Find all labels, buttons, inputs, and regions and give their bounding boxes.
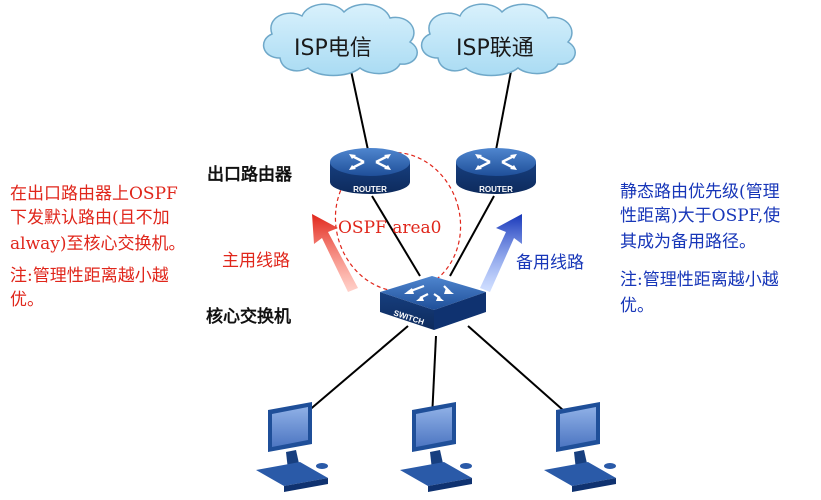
pc-middle-icon xyxy=(400,402,472,492)
right-note-line-3: 其成为备用路径。 xyxy=(620,232,756,252)
right-note-line-2: 性距离)大于OSPF,使 xyxy=(620,206,781,226)
cloud-isp-unicom xyxy=(420,3,576,77)
left-note-line-4: 注:管理性距离越小越 xyxy=(10,266,169,286)
router-right-icon xyxy=(456,148,536,194)
cloud-right-label: ISP联通 xyxy=(456,36,534,61)
left-note-line-3: alway)至核心交换机。 xyxy=(10,234,186,254)
right-note-line-1: 静态路由优先级(管理 xyxy=(620,182,780,202)
link-router-left-to-switch xyxy=(371,195,421,277)
left-note-line-1: 在出口路由器上OSPF xyxy=(10,184,178,204)
pc-left-icon xyxy=(256,402,328,492)
link-switch-to-pc-middle xyxy=(431,335,437,419)
link-switch-to-pc-left xyxy=(299,325,409,419)
core-switch-icon xyxy=(380,276,486,330)
left-note-line-5: 优。 xyxy=(10,290,44,310)
primary-link-arrow xyxy=(312,214,358,292)
right-note-line-5: 优。 xyxy=(620,296,654,316)
router-left-badge: ROUTER xyxy=(353,185,387,194)
ospf-area-label: OSPF area0 xyxy=(338,218,442,238)
cloud-isp-telecom xyxy=(262,3,418,77)
backup-link-arrow xyxy=(480,214,522,292)
right-note-line-4: 注:管理性距离越小越 xyxy=(620,270,779,290)
router-left-icon xyxy=(330,148,410,194)
link-cloud-left-to-router xyxy=(349,65,369,151)
cloud-left-label: ISP电信 xyxy=(294,36,372,61)
link-router-right-to-switch xyxy=(449,195,495,277)
left-note-line-2: 下发默认路由(且不加 xyxy=(10,208,170,228)
egress-router-label: 出口路由器 xyxy=(207,165,292,185)
link-switch-to-pc-right xyxy=(467,325,573,419)
pc-right-icon xyxy=(544,402,616,492)
link-cloud-right-to-router xyxy=(495,65,513,151)
router-right-badge: ROUTER xyxy=(479,185,513,194)
core-switch-label: 核心交换机 xyxy=(206,307,291,327)
backup-link-label: 备用线路 xyxy=(516,253,584,273)
primary-link-label: 主用线路 xyxy=(222,251,290,271)
